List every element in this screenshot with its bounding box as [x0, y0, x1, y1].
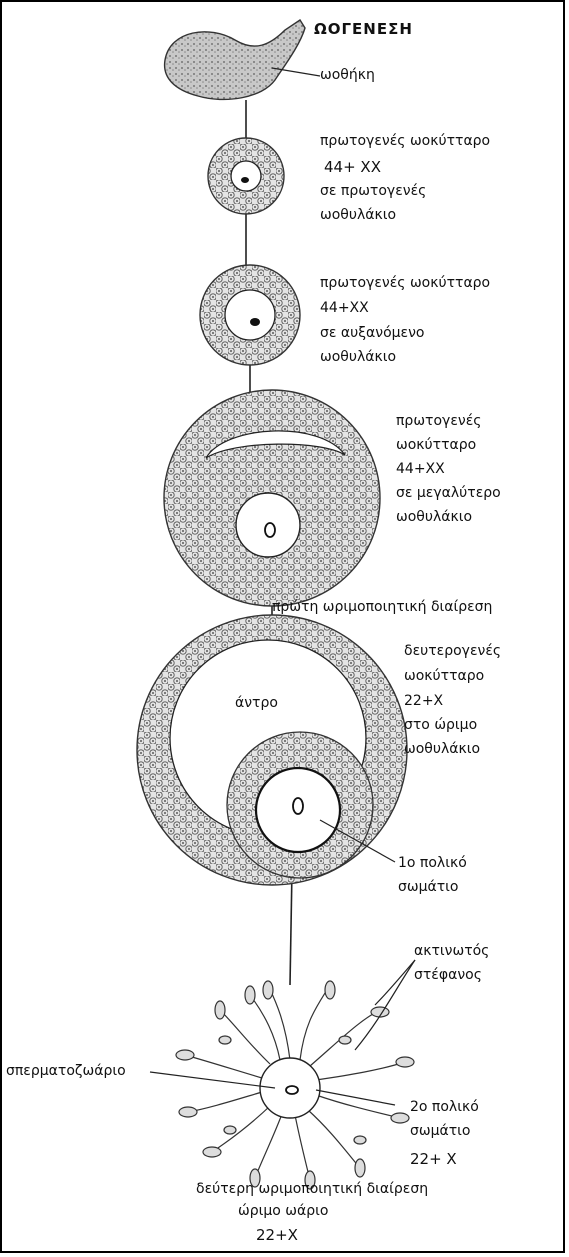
- label-stage3-in: σε μεγαλύτερο: [396, 482, 501, 504]
- label-corona-a: ακτινωτός: [414, 940, 489, 962]
- label-polar-body-2-genotype: 22+ X: [410, 1148, 457, 1170]
- label-stage4-follicle: ωοθυλάκιο: [404, 738, 480, 760]
- label-sperm: σπερματοζωάριο: [6, 1060, 126, 1082]
- label-corona-b: στέφανος: [414, 964, 482, 986]
- label-polar-body-1-b: σωμάτιο: [398, 876, 458, 898]
- label-final-genotype: 22+X: [256, 1224, 298, 1246]
- label-stage2-genotype: 44+XX: [320, 297, 369, 319]
- label-stage2-in: σε αυξανόμενο: [320, 322, 425, 344]
- primary-follicle: [208, 138, 284, 214]
- growing-follicle: [200, 265, 300, 365]
- label-stage3-genotype: 44+XX: [396, 458, 445, 480]
- mature-follicle: [137, 615, 407, 885]
- label-stage4-cell-a: δευτερογενές: [404, 640, 501, 662]
- label-stage4-in: στο ώριμο: [404, 714, 477, 736]
- ovary-shape: [165, 20, 320, 99]
- larger-follicle: [164, 390, 380, 606]
- diagram-title: ΩΟΓΕΝΕΣΗ: [314, 18, 413, 40]
- label-first-division: πρώτη ωριμοποιητική διαίρεση: [272, 596, 492, 618]
- label-stage4-genotype: 22+X: [404, 690, 443, 712]
- label-stage2-cell: πρωτογενές ωοκύτταρο: [320, 272, 490, 294]
- label-stage1-genotype: 44+ XX: [324, 156, 381, 178]
- label-stage3-follicle: ωοθυλάκιο: [396, 506, 472, 528]
- label-mature-ovum: ώριμο ωάριο: [238, 1200, 328, 1222]
- label-stage1-in: σε πρωτογενές: [320, 180, 426, 202]
- label-stage3-cell-b: ωοκύτταρο: [396, 434, 476, 456]
- label-ovary: ωοθήκη: [320, 64, 375, 86]
- label-stage3-cell-a: πρωτογενές: [396, 410, 482, 432]
- ovum-corona: [150, 960, 415, 1189]
- label-antrum: άντρο: [235, 692, 278, 714]
- label-second-division: δεύτερη ωριμοποιητική διαίρεση: [196, 1178, 428, 1200]
- label-polar-body-1-a: 1ο πολικό: [398, 852, 467, 874]
- label-stage2-follicle: ωοθυλάκιο: [320, 346, 396, 368]
- label-stage4-cell-b: ωοκύτταρο: [404, 665, 484, 687]
- label-stage1-follicle: ωοθυλάκιο: [320, 204, 396, 226]
- label-polar-body-2-b: σωμάτιο: [410, 1120, 470, 1142]
- label-polar-body-2-a: 2ο πολικό: [410, 1096, 479, 1118]
- label-stage1-cell: πρωτογενές ωοκύτταρο: [320, 130, 490, 152]
